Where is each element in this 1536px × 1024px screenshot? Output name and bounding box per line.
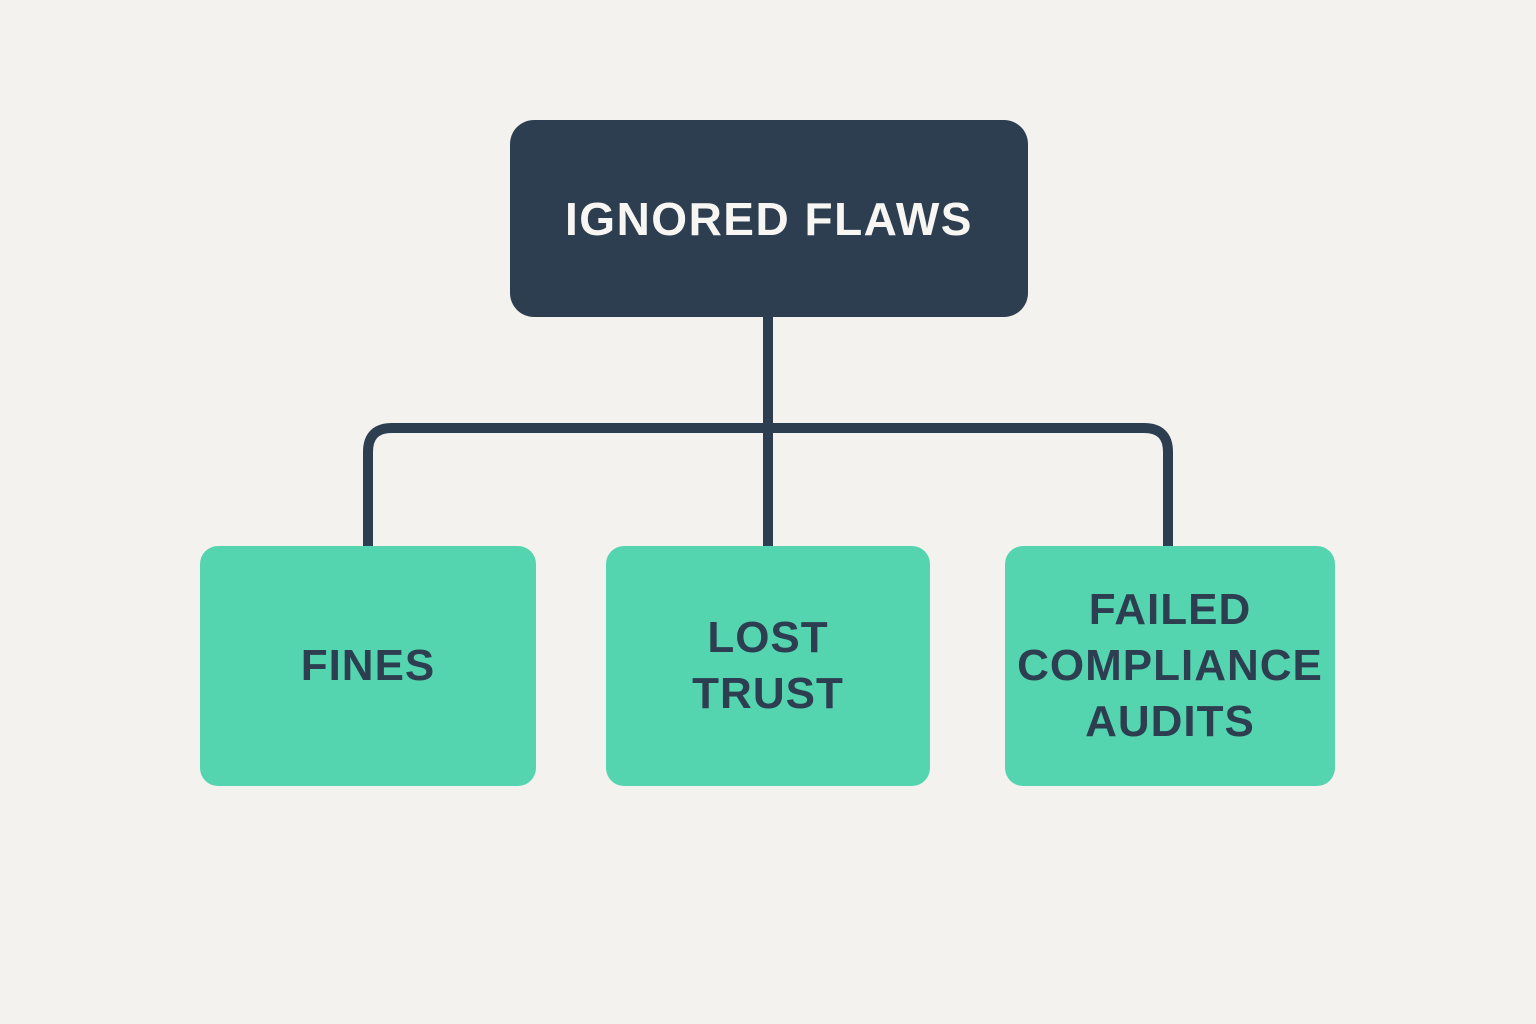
- node-fines-label: FINES: [300, 640, 436, 690]
- node-ignored-flaws: IGNORED FLAWS: [510, 120, 1028, 317]
- node-lost-trust: LOST TRUST: [606, 546, 930, 786]
- node-fines: FINES: [200, 546, 536, 786]
- node-failed-compliance-audits-label: FAILED COMPLIANCE AUDITS: [1017, 584, 1323, 747]
- node-lost-trust-label: LOST TRUST: [692, 612, 844, 718]
- node-failed-compliance-audits: FAILED COMPLIANCE AUDITS: [1005, 546, 1335, 786]
- node-ignored-flaws-label: IGNORED FLAWS: [565, 192, 973, 245]
- connector-branch-rail: [363, 423, 1173, 548]
